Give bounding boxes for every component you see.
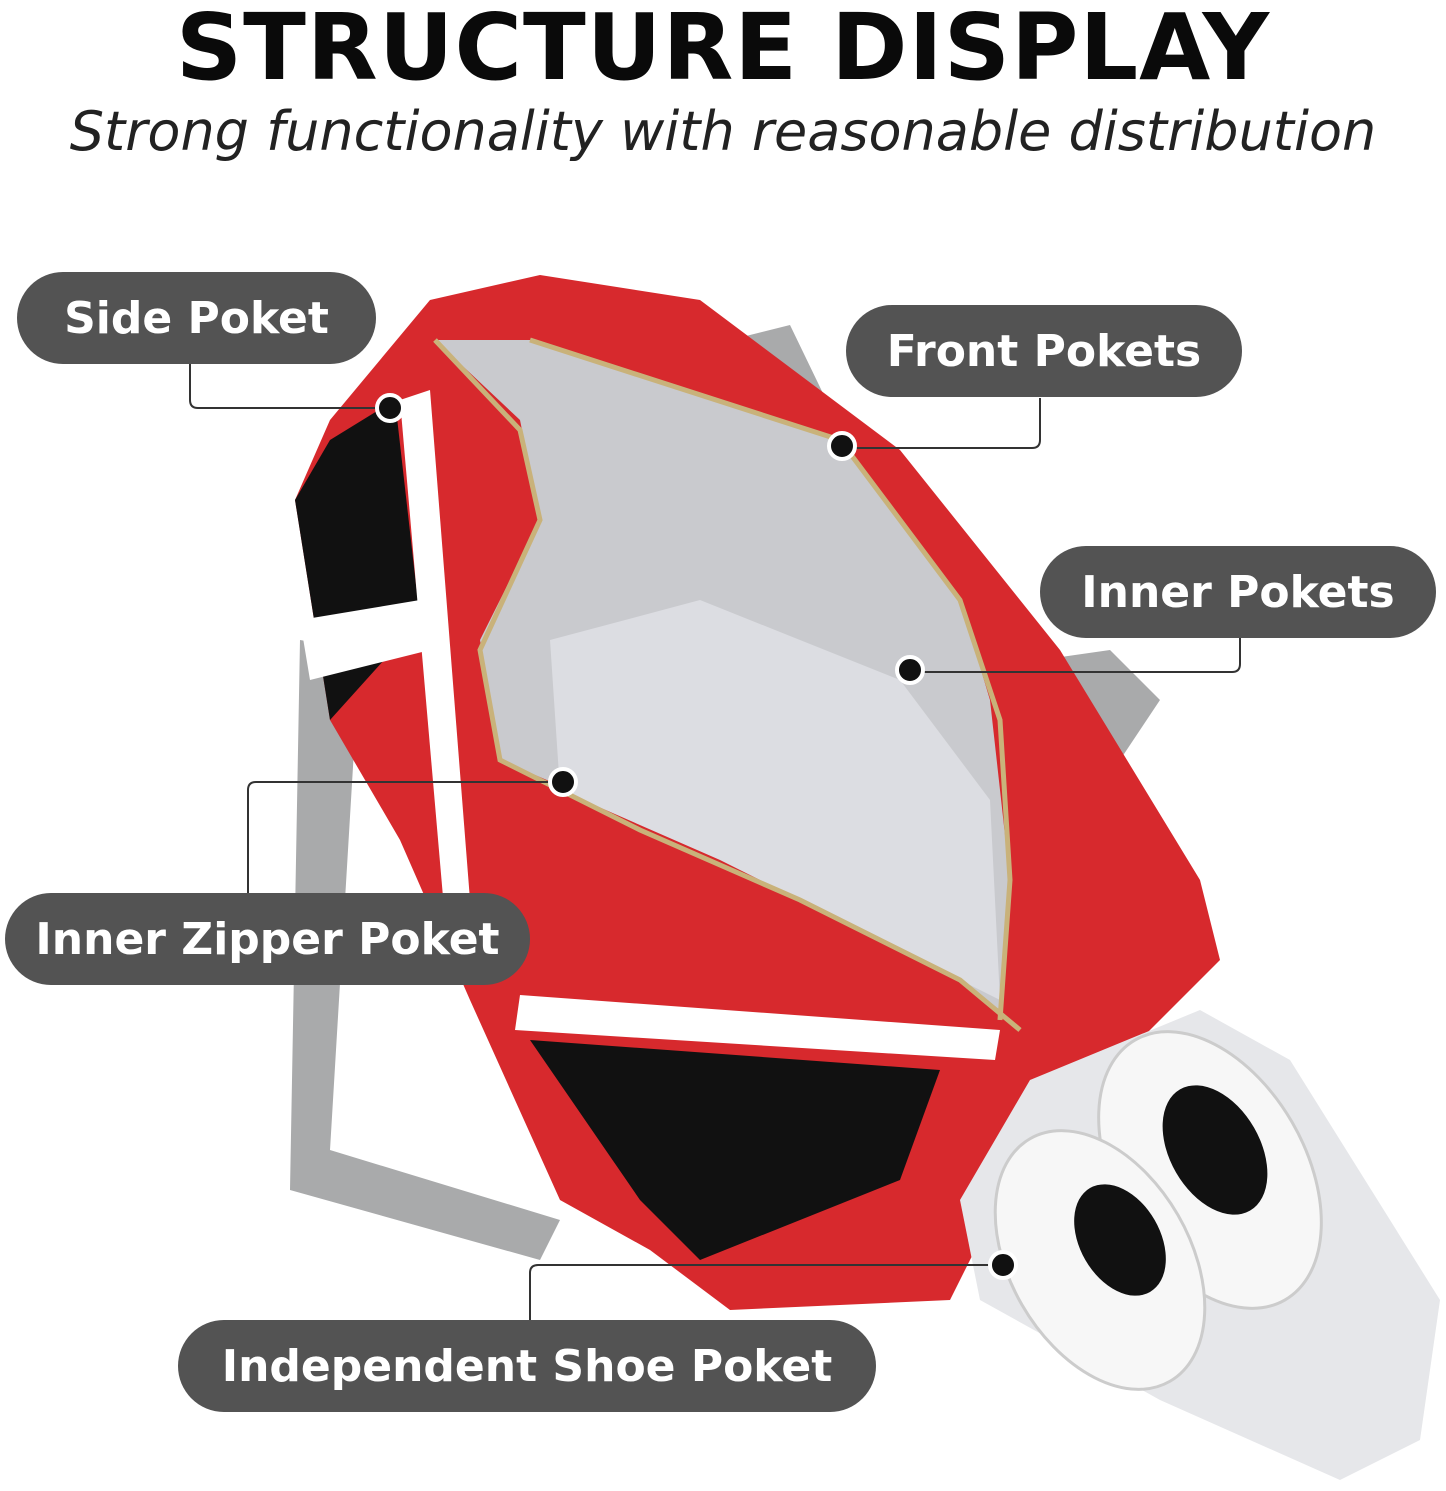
callout-shoe-pocket: Independent Shoe Poket [178, 1320, 876, 1412]
shoe-opening [1162, 1085, 1268, 1215]
callout-side-pocket: Side Poket [17, 272, 376, 364]
shoe-opening [1074, 1184, 1166, 1296]
bag-stripe-black [530, 1040, 940, 1260]
page-title: STRUCTURE DISPLAY [175, 0, 1271, 101]
leader-line-inner-zipper [247, 781, 563, 893]
leader-line-shoe [529, 1264, 1003, 1320]
inner-pocket [550, 600, 1000, 1000]
marker-dot [988, 1250, 1018, 1280]
bag-stripe-white [300, 600, 430, 680]
marker-dot [895, 655, 925, 685]
zipper [433, 338, 1022, 1032]
marker-dot [827, 431, 857, 461]
marker-dot [548, 767, 578, 797]
leader-line-inner [910, 638, 1241, 673]
marker-dot [375, 393, 405, 423]
bag-stripe-white [515, 995, 1000, 1060]
bag-stripe-white [400, 390, 470, 920]
callout-inner-zipper-pocket: Inner Zipper Poket [5, 893, 530, 985]
callout-front-pockets: Front Pokets [846, 305, 1242, 397]
page-subtitle: Strong functionality with reasonable dis… [69, 100, 1377, 163]
leader-line-side [189, 364, 390, 409]
callout-inner-pockets: Inner Pokets [1040, 546, 1436, 638]
zipper [529, 337, 1013, 1021]
leader-line-front [842, 398, 1041, 449]
